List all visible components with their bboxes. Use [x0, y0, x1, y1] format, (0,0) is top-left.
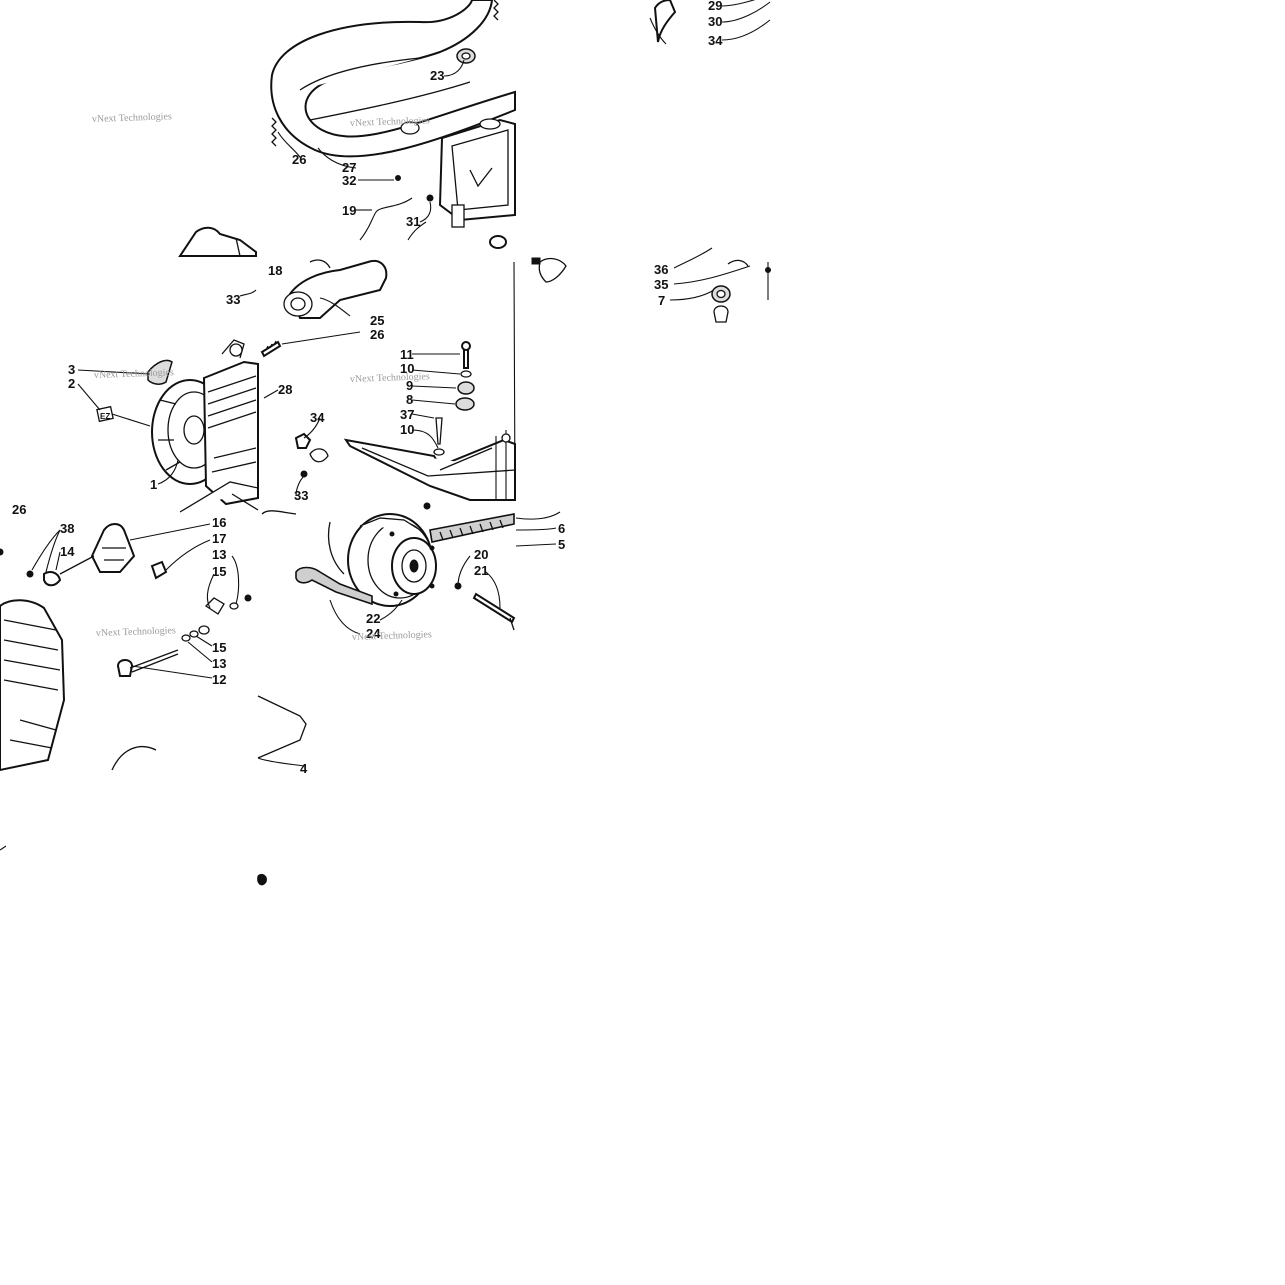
- callout-11: 11: [400, 347, 414, 362]
- top-right-mid-parts: [513, 257, 567, 501]
- callout-5: 5: [558, 537, 565, 552]
- callout-6: 6: [558, 521, 565, 536]
- watermark-6: vNext Technologies: [352, 629, 432, 643]
- exhaust-mount-bushing: [395, 175, 507, 249]
- callout-29: 29: [708, 0, 722, 13]
- callout-37: 37: [400, 407, 414, 422]
- callout-group-bottom-left: [31, 523, 240, 679]
- callout-20: 20: [474, 547, 488, 562]
- callout-10b: 10: [400, 422, 414, 437]
- callout-26: 26: [292, 152, 306, 167]
- callout-10: 10: [400, 361, 414, 376]
- exhaust-spring-top: [493, 0, 499, 21]
- isolator-mount: [711, 259, 771, 323]
- watermark-4: vNext Technologies: [350, 371, 430, 385]
- watermarks: vNext Technologies vNext Technologies vN…: [92, 111, 432, 643]
- callout-32: 32: [342, 173, 356, 188]
- callout-3: 3: [68, 362, 75, 377]
- small-fitting: [257, 873, 267, 886]
- callout-23: 23: [430, 68, 444, 83]
- grommet: [456, 48, 476, 64]
- callout-9: 9: [406, 378, 413, 393]
- starter-handle: [147, 359, 173, 385]
- callout-26c: 26: [12, 502, 26, 517]
- callout-27: 27: [342, 160, 356, 175]
- exhaust-spring-left: [271, 117, 277, 147]
- engine-nut: [294, 432, 329, 478]
- lower-hardware: [0, 548, 252, 851]
- callout-18: 18: [268, 263, 282, 278]
- callout-group-mid: [281, 247, 751, 449]
- engine-mount-plate: [343, 430, 516, 510]
- drive-clutch: [327, 513, 437, 607]
- callout-group-left: [77, 289, 321, 497]
- callout-group-bottom-center: [329, 511, 561, 635]
- callout-36: 36: [654, 262, 668, 277]
- callout-2: 2: [68, 376, 75, 391]
- callout-4: 4: [300, 761, 308, 776]
- engine-plate-lower: [257, 695, 307, 767]
- cylinder-head-lower: [0, 599, 157, 772]
- watermark-3: vNext Technologies: [94, 367, 174, 381]
- muffler: [438, 118, 516, 228]
- callout-15: 15: [212, 564, 226, 579]
- callout-14: 14: [60, 544, 75, 559]
- callout-21: 21: [474, 563, 488, 578]
- callout-25: 25: [370, 313, 384, 328]
- callout-8: 8: [406, 392, 413, 407]
- callout-13: 13: [212, 547, 226, 562]
- callout-13b: 13: [212, 656, 226, 671]
- manifold-spring: [260, 340, 282, 358]
- callout-17: 17: [212, 531, 226, 546]
- watermark-5: vNext Technologies: [96, 625, 176, 639]
- callout-28: 28: [278, 382, 292, 397]
- engine-mount-bracket-left: [179, 481, 297, 515]
- mount-hardware-stack: [433, 341, 475, 456]
- engine-cylinder: [202, 339, 259, 506]
- clutch-bolt: [454, 582, 516, 631]
- callout-19: 19: [342, 203, 356, 218]
- callout-24: 24: [366, 626, 381, 641]
- callout-1: 1: [150, 477, 157, 492]
- exhaust-pipe: [270, 0, 516, 158]
- exhaust-manifold-flange: [283, 259, 388, 319]
- svg-text:EZ: EZ: [100, 412, 110, 421]
- callout-16: 16: [212, 515, 226, 530]
- callout-38: 38: [60, 521, 74, 536]
- callout-34: 34: [708, 33, 723, 48]
- callout-7: 7: [658, 293, 665, 308]
- watermark-1: vNext Technologies: [92, 111, 172, 125]
- callout-26b: 26: [370, 327, 384, 342]
- callout-33b: 33: [294, 488, 308, 503]
- callout-22: 22: [366, 611, 380, 626]
- callout-30: 30: [708, 14, 722, 29]
- callout-12: 12: [212, 672, 226, 687]
- callout-15b: 15: [212, 640, 226, 655]
- engine-upper-partial: [178, 226, 257, 257]
- air-silencer-cover: [90, 523, 168, 580]
- callout-33: 33: [226, 292, 240, 307]
- cable: [359, 197, 427, 241]
- callout-31: 31: [406, 214, 420, 229]
- callout-group-top: [277, 0, 771, 223]
- watermark-2: vNext Technologies: [350, 115, 430, 129]
- decal: EZ: [96, 405, 114, 423]
- callout-34b: 34: [310, 410, 325, 425]
- callout-35: 35: [654, 277, 668, 292]
- drive-belt: [295, 513, 515, 606]
- top-right-partial-part: [649, 0, 677, 45]
